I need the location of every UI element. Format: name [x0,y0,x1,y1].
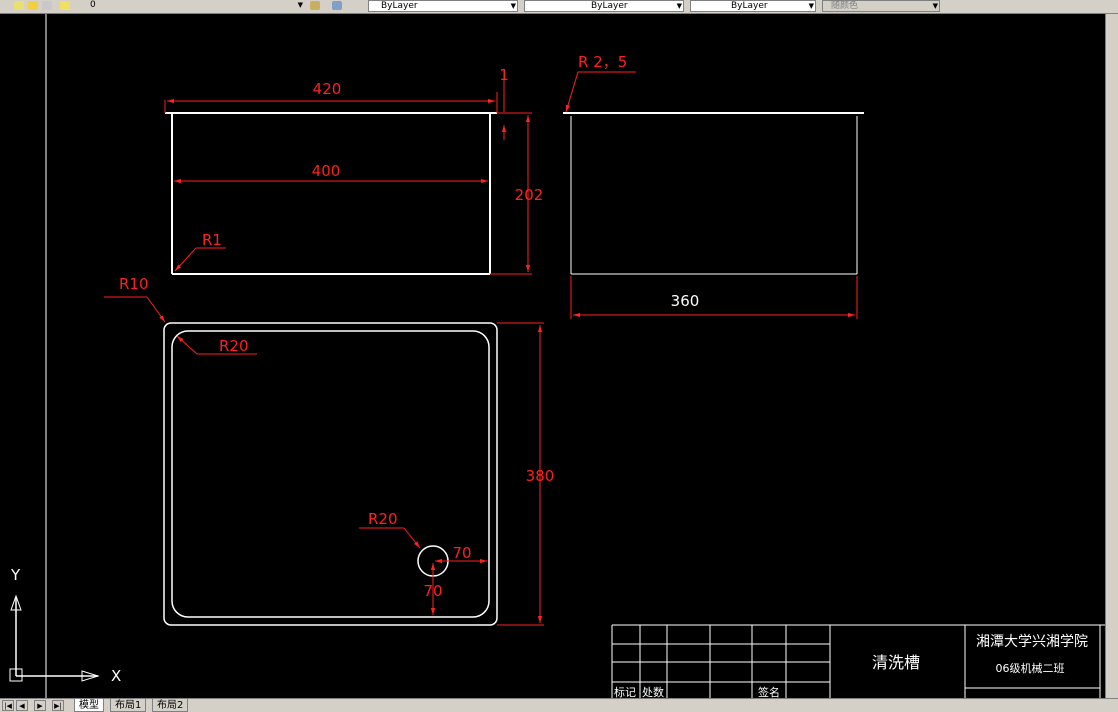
school-name: 湘潭大学兴湘学院 [976,633,1088,650]
dim-360: 360 [671,292,700,310]
radius-r1: R1 [202,231,222,249]
layout-tab-bar: |◀ ◀ ▶ ▶| 模型 布局1 布局2 [0,698,1118,712]
radius-r10: R10 [119,275,149,293]
radius-r2-5: R 2，5 [578,53,627,71]
radius-r20-corner: R20 [219,337,249,355]
layer-color-swatch-icon[interactable] [60,1,70,10]
tab-layout1[interactable]: 布局1 [110,699,147,712]
layer-previous-icon[interactable] [332,1,342,10]
dim-380: 380 [526,467,555,485]
sun-icon[interactable] [28,1,38,10]
dim-400: 400 [312,162,341,180]
dim-drain-y-70: 70 [423,582,442,600]
side-view: 360 R 2，5 [563,53,864,319]
last-tab-button[interactable]: ▶| [52,700,64,711]
top-view: 380 R10 R20 R20 70 70 [104,275,555,626]
col-mark: 标记 [614,685,636,698]
next-tab-button[interactable]: ▶ [34,700,46,711]
dim-202: 202 [515,186,544,204]
chevron-down-icon: ▼ [808,2,814,10]
layer-value: 0 [90,0,96,10]
front-view: 420 400 1 202 R1 [164,66,544,275]
part-name: 清洗槽 [872,653,920,672]
tab-model[interactable]: 模型 [74,699,104,712]
color-value: ByLayer [381,1,418,11]
linetype-value: ByLayer [591,1,628,11]
tab-layout2[interactable]: 布局2 [152,699,189,712]
radius-r20-drain: R20 [368,510,398,528]
lightbulb-icon[interactable] [14,1,24,10]
prev-tab-button[interactable]: ◀ [16,700,28,711]
ucs-y-label: Y [10,566,21,584]
col-count: 处数 [642,686,664,698]
first-tab-button[interactable]: |◀ [2,700,14,711]
color-dropdown[interactable]: ByLayer ▼ [368,0,518,12]
class-name: 06级机械二班 [996,661,1065,675]
chevron-down-icon: ▼ [510,2,516,10]
lock-icon[interactable] [42,1,52,10]
plotstyle-value: 随颜色 [831,1,859,11]
chevron-down-icon: ▼ [932,2,938,10]
dim-drain-x-70: 70 [452,544,471,562]
layer-dropdown[interactable]: 0 ▼ [74,0,304,12]
ucs-x-label: X [111,667,121,685]
vertical-scrollbar[interactable] [1105,14,1118,698]
ucs-icon: Y X [9,566,121,685]
chevron-down-icon: ▼ [297,1,303,9]
lineweight-value: ByLayer [731,1,768,11]
dim-wall-1: 1 [499,66,509,84]
lineweight-dropdown[interactable]: ByLayer ▼ [690,0,816,12]
properties-toolbar: 0 ▼ ByLayer ▼ ByLayer ▼ ByLayer ▼ 随颜色 ▼ [0,0,1118,14]
title-block [611,624,1105,698]
linetype-dropdown[interactable]: ByLayer ▼ [524,0,684,12]
col-sign: 签名 [758,685,780,698]
chevron-down-icon: ▼ [676,2,682,10]
layer-manager-icon[interactable] [310,1,320,10]
plotstyle-dropdown[interactable]: 随颜色 ▼ [822,0,940,12]
drawing-canvas[interactable]: 420 400 1 202 R1 360 R 2，5 [0,14,1105,698]
dim-420: 420 [313,80,342,98]
